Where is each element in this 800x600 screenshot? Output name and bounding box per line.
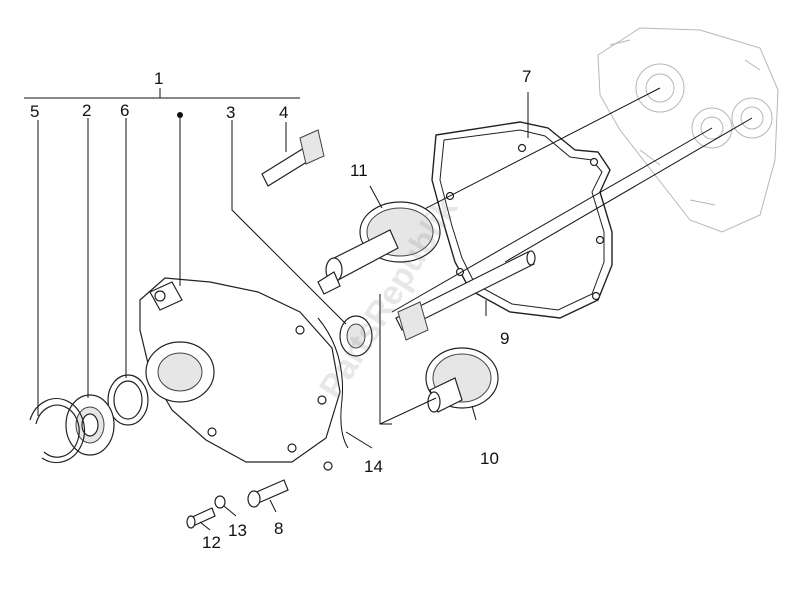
- drain-plug: [261, 129, 325, 187]
- output-shaft: [395, 250, 536, 341]
- callout-11: 11: [350, 161, 368, 180]
- bearing-small: [339, 315, 373, 357]
- callout-1: 1: [154, 69, 164, 88]
- callout-13: 13: [228, 521, 247, 540]
- callout-4: 4: [279, 103, 289, 122]
- crankcase-outline: [597, 27, 779, 233]
- screw: [186, 507, 216, 529]
- callout-5: 5: [30, 102, 40, 121]
- washer: [214, 495, 226, 509]
- callout-12: 12: [202, 533, 221, 552]
- callout-7: 7: [522, 67, 532, 86]
- bearing-large: [65, 394, 115, 456]
- callout-3: 3: [226, 103, 236, 122]
- callout-6: 6: [120, 101, 130, 120]
- callout-8: 8: [274, 519, 284, 538]
- seal-ring: [107, 374, 149, 426]
- gear-shaft-upper: [317, 201, 441, 295]
- transmission-cover: [139, 277, 349, 471]
- callout-10: 10: [480, 449, 499, 468]
- callout-14: 14: [364, 457, 383, 476]
- circlip: [29, 398, 85, 464]
- gear-lower: [425, 347, 499, 413]
- callout-9: 9: [500, 329, 510, 348]
- bolt: [247, 479, 289, 508]
- callout-2: 2: [82, 101, 92, 120]
- leader-lines: [24, 88, 529, 531]
